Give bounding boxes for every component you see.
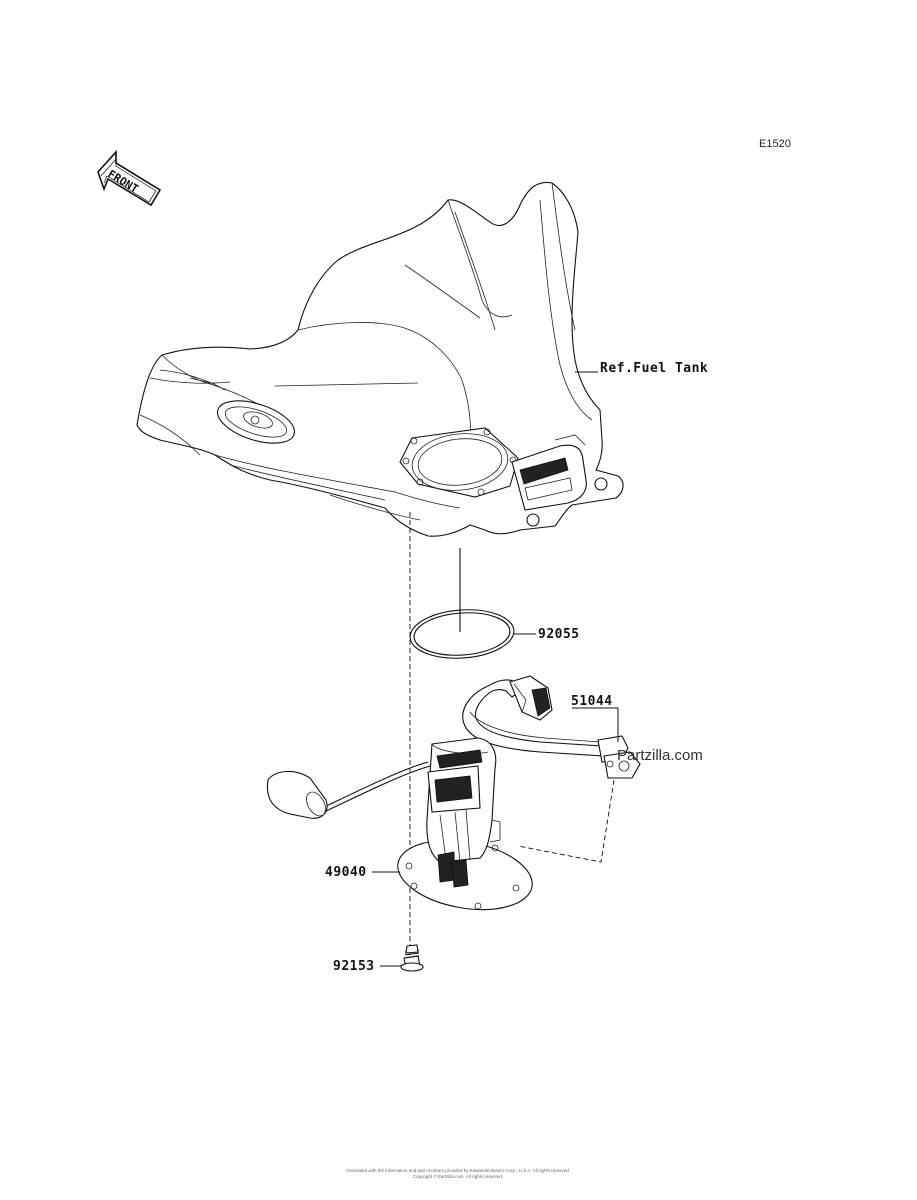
callout-fuel-tank: Ref.Fuel Tank xyxy=(600,361,708,376)
watermark: Partzilla.com xyxy=(617,747,703,764)
diagram-code: E1520 xyxy=(759,138,791,150)
front-arrow-icon: FRONT xyxy=(97,149,162,207)
footer-line-1: Generated with the information and part … xyxy=(346,1168,570,1173)
callout-fuel-pump: 49040 xyxy=(325,865,367,880)
footer-line-2: Copyright © Partzilla.com. All rights re… xyxy=(413,1173,503,1179)
callout-bolt: 92153 xyxy=(333,959,375,974)
fuel-pump xyxy=(266,737,533,911)
callout-hose: 51044 xyxy=(571,694,613,709)
o-ring xyxy=(409,609,515,659)
fuel-hose xyxy=(462,675,641,779)
bolt xyxy=(400,944,424,972)
fuel-tank xyxy=(136,181,624,537)
callout-o-ring: 92055 xyxy=(538,627,580,642)
